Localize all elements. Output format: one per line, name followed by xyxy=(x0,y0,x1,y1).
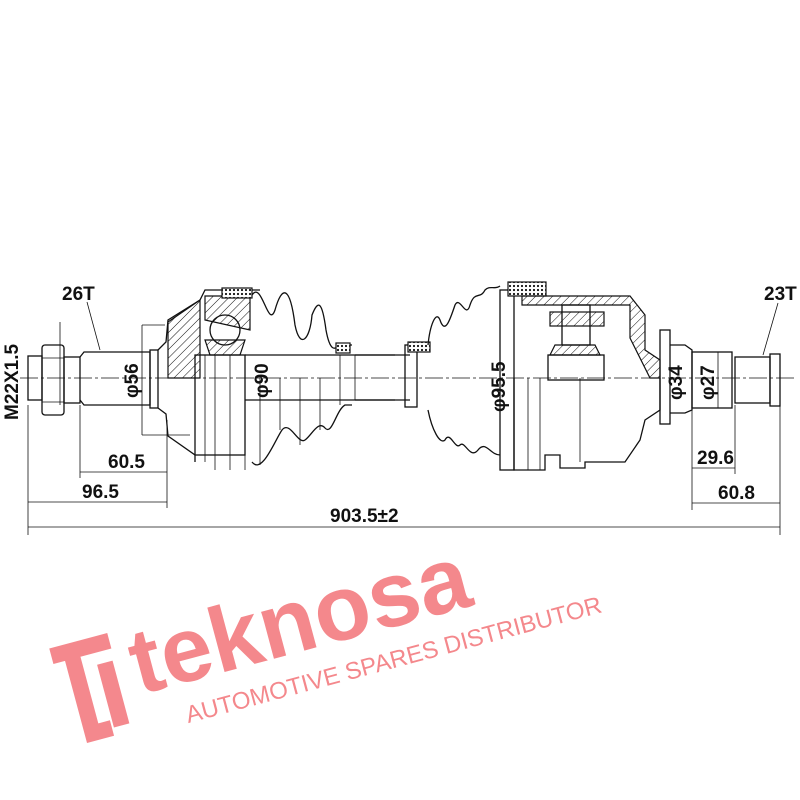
dim-29-6-label: 29.6 xyxy=(697,448,734,469)
shaft xyxy=(355,354,395,401)
left-spline-label: 26T xyxy=(62,284,95,305)
dim-96-5-label: 96.5 xyxy=(82,482,119,503)
dimension-lines xyxy=(27,301,781,535)
dia-outer-joint-label: φ90 xyxy=(252,363,273,398)
dia-inner-stub-label: φ34 xyxy=(666,365,687,400)
inner-stub-axle xyxy=(659,329,781,425)
outer-stub-axle xyxy=(27,287,260,470)
thread-label: M22X1.5 xyxy=(2,344,23,420)
dia-inner-spline-label: φ27 xyxy=(698,365,719,400)
inner-joint xyxy=(404,281,661,471)
dim-60-5-label: 60.5 xyxy=(108,452,145,473)
dia-inner-joint-label: φ95.5 xyxy=(489,361,510,412)
overall-length-label: 903.5±2 xyxy=(330,506,399,527)
right-spline-label: 23T xyxy=(764,284,797,305)
dia-outer-shaft-label: φ56 xyxy=(122,363,143,398)
dim-60-8-label: 60.8 xyxy=(718,483,755,504)
logo-mark-icon xyxy=(49,633,130,744)
teknosa-watermark-logo: teknosa AUTOMOTIVE SPARES DISTRIBUTOR xyxy=(49,525,605,744)
